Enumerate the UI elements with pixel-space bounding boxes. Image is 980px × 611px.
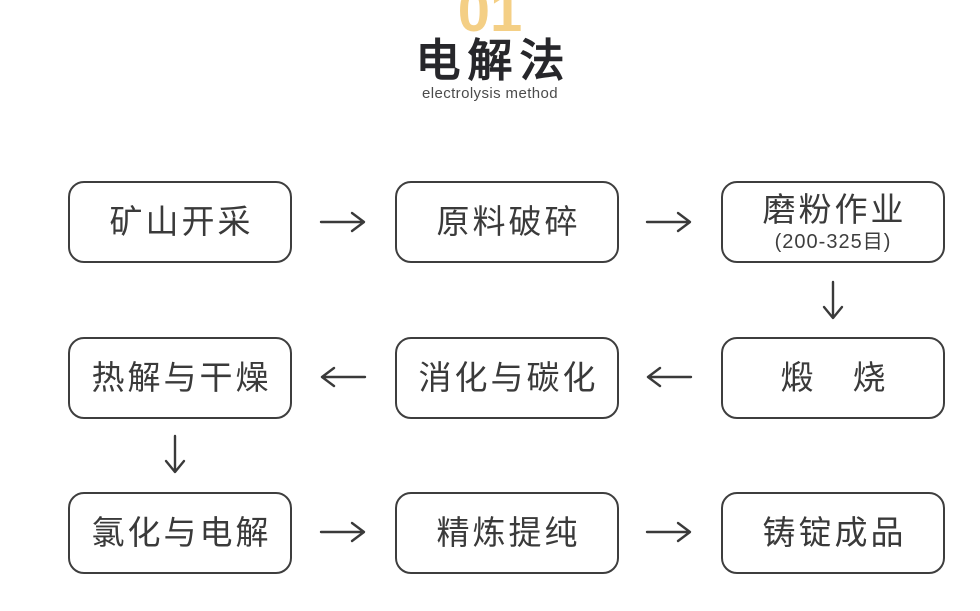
flow-box-label: 矿山开采 — [109, 203, 254, 241]
arrow-right-icon — [319, 520, 367, 544]
flow-box-refining: 精炼提纯 — [395, 492, 619, 574]
arrow-down-icon — [162, 434, 188, 474]
flow-box-ingot-casting: 铸锭成品 — [721, 492, 945, 574]
arrow-left-icon — [645, 365, 693, 389]
arrow-right-icon — [645, 520, 693, 544]
arrow-right-icon — [319, 210, 367, 234]
flow-box-label: 消化与碳化 — [418, 359, 599, 397]
flow-box-label: 原料破碎 — [436, 203, 581, 241]
arrow-left-icon — [319, 365, 367, 389]
flow-box-label: 煅 烧 — [780, 359, 889, 397]
page-subtitle: electrolysis method — [422, 85, 558, 102]
flow-box-label: 热解与干燥 — [91, 359, 272, 397]
flow-box-digestion-carbonation: 消化与碳化 — [395, 337, 619, 419]
flow-box-label: 氯化与电解 — [91, 514, 272, 552]
flow-box-milling: 磨粉作业 (200-325目) — [721, 181, 945, 263]
flow-box-label: 磨粉作业 — [762, 190, 907, 228]
page-title: 电解法 — [415, 35, 572, 86]
arrow-down-icon — [820, 280, 846, 320]
section-number: 01 — [457, 0, 523, 44]
flow-box-mining: 矿山开采 — [68, 181, 292, 263]
flow-box-label: 铸锭成品 — [762, 514, 907, 552]
flow-box-pyrolysis-drying: 热解与干燥 — [68, 337, 292, 419]
flow-box-label: 精炼提纯 — [436, 514, 581, 552]
arrow-right-icon — [645, 210, 693, 234]
flow-box-calcination: 煅 烧 — [721, 337, 945, 419]
flow-box-crushing: 原料破碎 — [395, 181, 619, 263]
flow-box-chlorination-electrolysis: 氯化与电解 — [68, 492, 292, 574]
flow-box-sublabel: (200-325目) — [774, 231, 892, 254]
